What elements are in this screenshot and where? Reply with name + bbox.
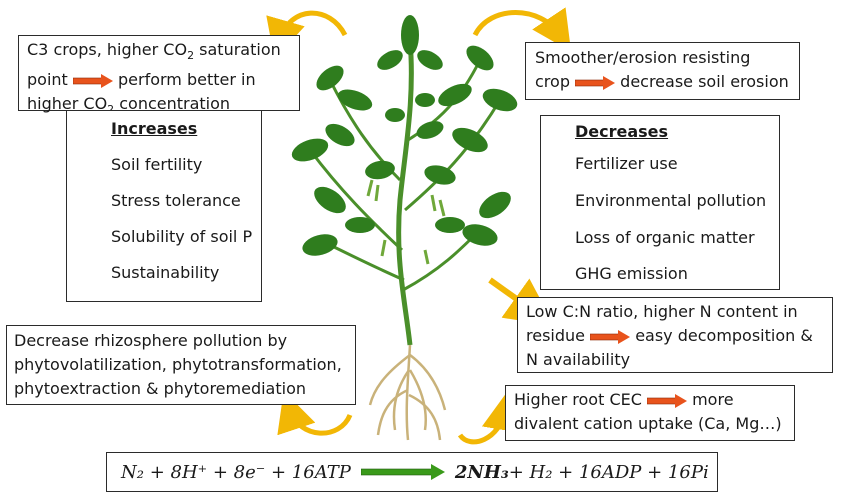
nitrogen-fixation-equation: N₂ + 8H⁺ + 8e⁻ + 16ATP 2NH₃ + H₂ + 16ADP…: [106, 452, 718, 492]
increases-item: Stress tolerance: [111, 191, 241, 210]
curved-arrow-bottom-left: [277, 391, 353, 436]
rhizo-line2: phytovolatilization, phytotransformation…: [14, 355, 342, 374]
cn-line2-b: easy decomposition &: [635, 326, 813, 345]
curved-arrow-top-right: [472, 7, 572, 52]
equation-rhs-bold: 2NH₃: [454, 461, 509, 483]
c3-crops-box: C3 crops, higher CO2 saturation point pe…: [18, 35, 300, 116]
plant-illustration: [291, 15, 518, 441]
increases-heading: Increases: [111, 119, 198, 138]
orange-arrow-icon: [72, 73, 113, 88]
erosion-line2-a: crop: [535, 72, 570, 91]
increases-item: Solubility of soil P: [111, 227, 253, 246]
cec-box: Higher root CEC more divalent cation upt…: [505, 385, 795, 441]
cn-line2-a: residue: [526, 326, 585, 345]
curved-arrow-bottom-right: [457, 390, 522, 445]
c3-line3: higher CO2 concentration: [27, 92, 291, 122]
cec-line1: Higher root CEC more: [514, 388, 786, 412]
c3-line3-text: higher CO: [27, 94, 108, 114]
cn-line2: residue easy decomposition &: [526, 324, 824, 348]
cec-line1-b: more: [692, 390, 734, 409]
cn-line3: N availability: [526, 350, 631, 369]
decreases-item: Fertilizer use: [575, 154, 678, 173]
orange-arrow-icon: [575, 75, 616, 90]
decreases-item: GHG emission: [575, 264, 688, 283]
decreases-item: Loss of organic matter: [575, 228, 755, 247]
equation-lhs: N₂ + 8H⁺ + 8e⁻ + 16ATP: [121, 461, 351, 483]
c3-line3-sub: 2: [107, 103, 114, 116]
c3-line2-b: perform better in: [118, 70, 256, 90]
c3-line1-text: C3 crops, higher CO: [27, 40, 188, 59]
decreases-item: Environmental pollution: [575, 191, 767, 210]
cec-line1-a: Higher root CEC: [514, 390, 642, 409]
erosion-line1: Smoother/erosion resisting: [535, 48, 751, 67]
curved-arrow-top-left: [266, 10, 348, 60]
rhizosphere-box: Decrease rhizosphere pollution by phytov…: [6, 325, 356, 405]
erosion-box: Smoother/erosion resisting crop decrease…: [525, 42, 800, 100]
orange-arrow-icon: [647, 393, 687, 408]
decreases-heading: Decreases: [575, 122, 669, 141]
cn-ratio-box: Low C:N ratio, higher N content in resid…: [517, 297, 833, 373]
c3-line3-tail: concentration: [114, 94, 231, 114]
c3-line2-a: point: [27, 70, 68, 90]
cec-line2: divalent cation uptake (Ca, Mg…): [514, 414, 782, 433]
orange-arrow-icon: [590, 329, 631, 344]
increases-item: Soil fertility: [111, 155, 203, 174]
c3-line2: point perform better in: [27, 68, 291, 92]
c3-line1: C3 crops, higher CO2 saturation: [27, 38, 291, 68]
cn-line1: Low C:N ratio, higher N content in: [526, 302, 798, 321]
green-arrow-icon: [360, 464, 445, 480]
erosion-line2-b: decrease soil erosion: [620, 72, 789, 91]
rhizo-line1: Decrease rhizosphere pollution by: [14, 331, 288, 350]
increases-item: Sustainability: [111, 263, 220, 282]
rhizo-line3: phytoextraction & phytoremediation: [14, 379, 306, 398]
equation-rhs: + H₂ + 16ADP + 16Pi: [508, 461, 709, 483]
increases-box: Increases Soil fertility Stress toleranc…: [66, 110, 262, 302]
decreases-box: Decreases Fertilizer use Environmental p…: [540, 115, 780, 290]
c3-line1-sub: 2: [187, 49, 195, 63]
erosion-line2: crop decrease soil erosion: [535, 70, 790, 94]
c3-line1-tail: saturation: [194, 40, 281, 59]
